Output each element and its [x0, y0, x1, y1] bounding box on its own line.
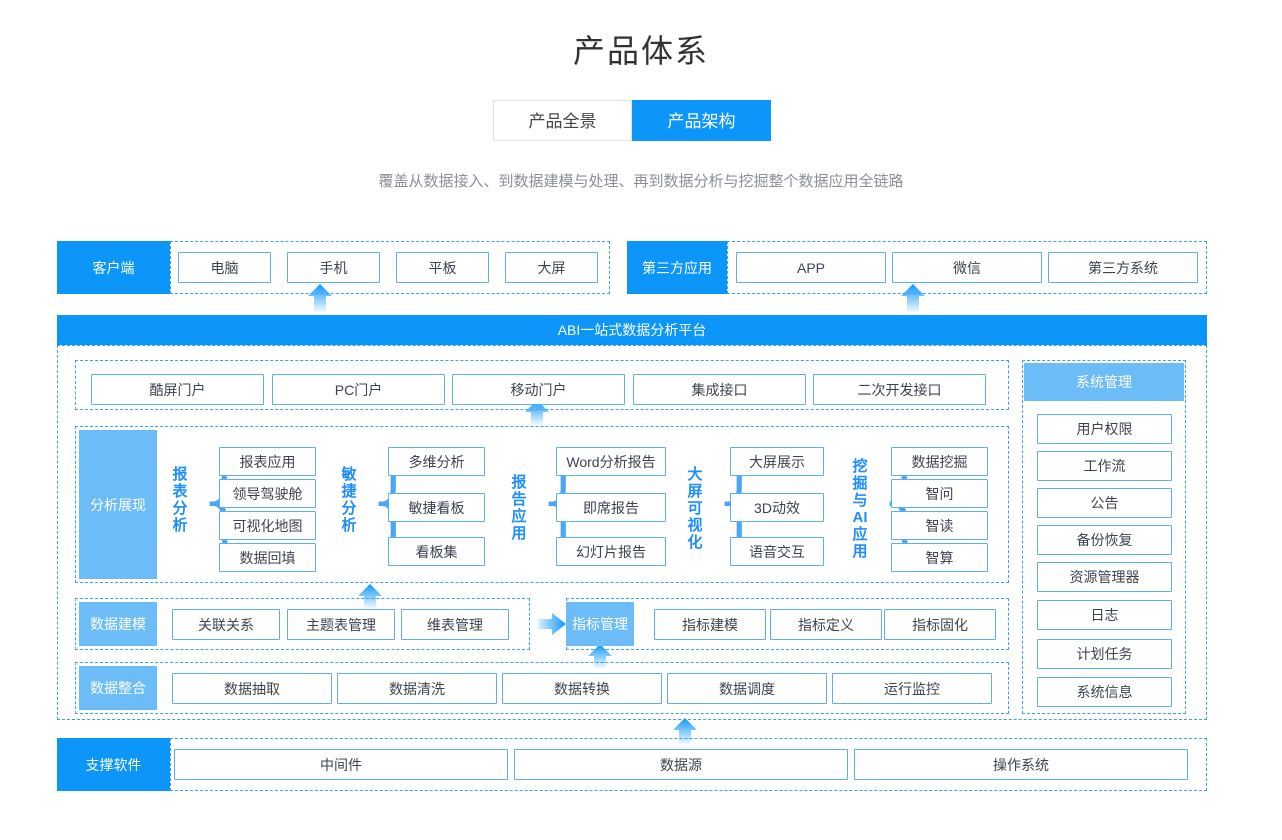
- group-label-bigscreen-visual: 大屏可视化: [687, 466, 703, 551]
- modeling-dashed-container: [75, 598, 530, 650]
- integration-dashed-container: [75, 662, 1009, 714]
- analysis-item-data-mining[interactable]: 数据挖掘: [891, 447, 988, 476]
- client-dashed-container: [170, 241, 610, 294]
- third-party-dashed-container: [727, 241, 1207, 294]
- analysis-item-leader-cockpit[interactable]: 领导驾驶舱: [219, 479, 316, 508]
- client-label: 客户端: [57, 241, 170, 294]
- support-item-middleware[interactable]: 中间件: [174, 749, 508, 780]
- metric-item-modeling[interactable]: 指标建模: [654, 609, 766, 640]
- analysis-label: 分析展现: [79, 430, 157, 579]
- system-item-announcement[interactable]: 公告: [1037, 488, 1172, 518]
- analysis-item-board-set[interactable]: 看板集: [388, 537, 485, 566]
- integration-item-schedule[interactable]: 数据调度: [667, 673, 827, 704]
- analysis-item-visual-map[interactable]: 可视化地图: [219, 511, 316, 540]
- client-item-pc[interactable]: 电脑: [178, 252, 271, 283]
- system-item-system-info[interactable]: 系统信息: [1037, 677, 1172, 707]
- portal-item-dev-api[interactable]: 二次开发接口: [813, 374, 986, 405]
- page-subtitle: 覆盖从数据接入、到数据建模与处理、再到数据分析与挖掘整个数据应用全链路: [378, 173, 904, 190]
- third-party-item-app[interactable]: APP: [736, 252, 886, 283]
- metric-item-solidify[interactable]: 指标固化: [884, 609, 996, 640]
- tab-product-architecture[interactable]: 产品架构: [632, 100, 771, 141]
- analysis-item-bigscreen-display[interactable]: 大屏展示: [730, 447, 824, 476]
- analysis-dashed-container: [75, 426, 1009, 583]
- support-item-os[interactable]: 操作系统: [854, 749, 1188, 780]
- integration-item-transform[interactable]: 数据转换: [502, 673, 662, 704]
- system-item-scheduled-task[interactable]: 计划任务: [1037, 639, 1172, 669]
- analysis-item-data-backfill[interactable]: 数据回填: [219, 543, 316, 572]
- analysis-item-smart-read[interactable]: 智读: [891, 511, 988, 540]
- page-title: 产品体系: [572, 33, 709, 69]
- modeling-item-relation[interactable]: 关联关系: [172, 609, 280, 640]
- integration-label: 数据整合: [79, 666, 157, 710]
- integration-item-clean[interactable]: 数据清洗: [337, 673, 497, 704]
- integration-item-monitor[interactable]: 运行监控: [832, 673, 992, 704]
- group-label-agile-analysis: 敏捷分析: [341, 466, 357, 534]
- support-label: 支撑软件: [57, 738, 170, 791]
- group-label-report-app: 报告应用: [511, 474, 527, 542]
- modeling-item-dimension-table[interactable]: 维表管理: [401, 609, 509, 640]
- tab-product-overview[interactable]: 产品全景: [493, 100, 632, 141]
- analysis-item-smart-ask[interactable]: 智问: [891, 479, 988, 508]
- system-item-user-permission[interactable]: 用户权限: [1037, 414, 1172, 444]
- system-item-resource-manager[interactable]: 资源管理器: [1037, 562, 1172, 592]
- support-dashed-container: [170, 738, 1207, 791]
- system-dashed-container: [1022, 360, 1186, 714]
- analysis-item-3d-effect[interactable]: 3D动效: [730, 493, 824, 522]
- metric-hub-label[interactable]: 指标管理: [566, 602, 634, 646]
- analysis-item-report-app[interactable]: 报表应用: [219, 447, 316, 476]
- system-item-backup-restore[interactable]: 备份恢复: [1037, 525, 1172, 555]
- analysis-item-word-report[interactable]: Word分析报告: [556, 447, 666, 476]
- modeling-label: 数据建模: [79, 602, 157, 646]
- group-label-mining-ai: 挖掘与AI应用: [852, 458, 868, 560]
- client-item-phone[interactable]: 手机: [287, 252, 380, 283]
- tab-bar: 产品全景 产品架构: [493, 100, 771, 141]
- portal-item-integration-api[interactable]: 集成接口: [633, 374, 806, 405]
- system-item-workflow[interactable]: 工作流: [1037, 451, 1172, 481]
- support-item-datasource[interactable]: 数据源: [514, 749, 848, 780]
- modeling-item-subject-table[interactable]: 主题表管理: [287, 609, 395, 640]
- platform-title-bar: ABI一站式数据分析平台: [57, 315, 1207, 345]
- client-item-bigscreen[interactable]: 大屏: [505, 252, 598, 283]
- system-item-log[interactable]: 日志: [1037, 600, 1172, 630]
- analysis-item-adhoc-report[interactable]: 即席报告: [556, 493, 666, 522]
- portal-dashed-container: [75, 360, 1009, 410]
- portal-item-pc[interactable]: PC门户: [272, 374, 445, 405]
- integration-item-extract[interactable]: 数据抽取: [172, 673, 332, 704]
- metric-item-definition[interactable]: 指标定义: [770, 609, 882, 640]
- portal-item-coolscreen[interactable]: 酷屏门户: [91, 374, 264, 405]
- analysis-item-voice-interaction[interactable]: 语音交互: [730, 537, 824, 566]
- platform-dashed-container: [57, 345, 1207, 720]
- system-label: 系统管理: [1024, 363, 1184, 401]
- portal-item-mobile[interactable]: 移动门户: [452, 374, 625, 405]
- analysis-item-agile-board[interactable]: 敏捷看板: [388, 493, 485, 522]
- third-party-item-wechat[interactable]: 微信: [892, 252, 1042, 283]
- third-party-label: 第三方应用: [627, 241, 727, 294]
- client-item-tablet[interactable]: 平板: [396, 252, 489, 283]
- group-label-report-analysis: 报表分析: [172, 466, 188, 534]
- analysis-item-multidim[interactable]: 多维分析: [388, 447, 485, 476]
- analysis-item-slide-report[interactable]: 幻灯片报告: [556, 537, 666, 566]
- third-party-item-system[interactable]: 第三方系统: [1048, 252, 1198, 283]
- analysis-item-smart-compute[interactable]: 智算: [891, 543, 988, 572]
